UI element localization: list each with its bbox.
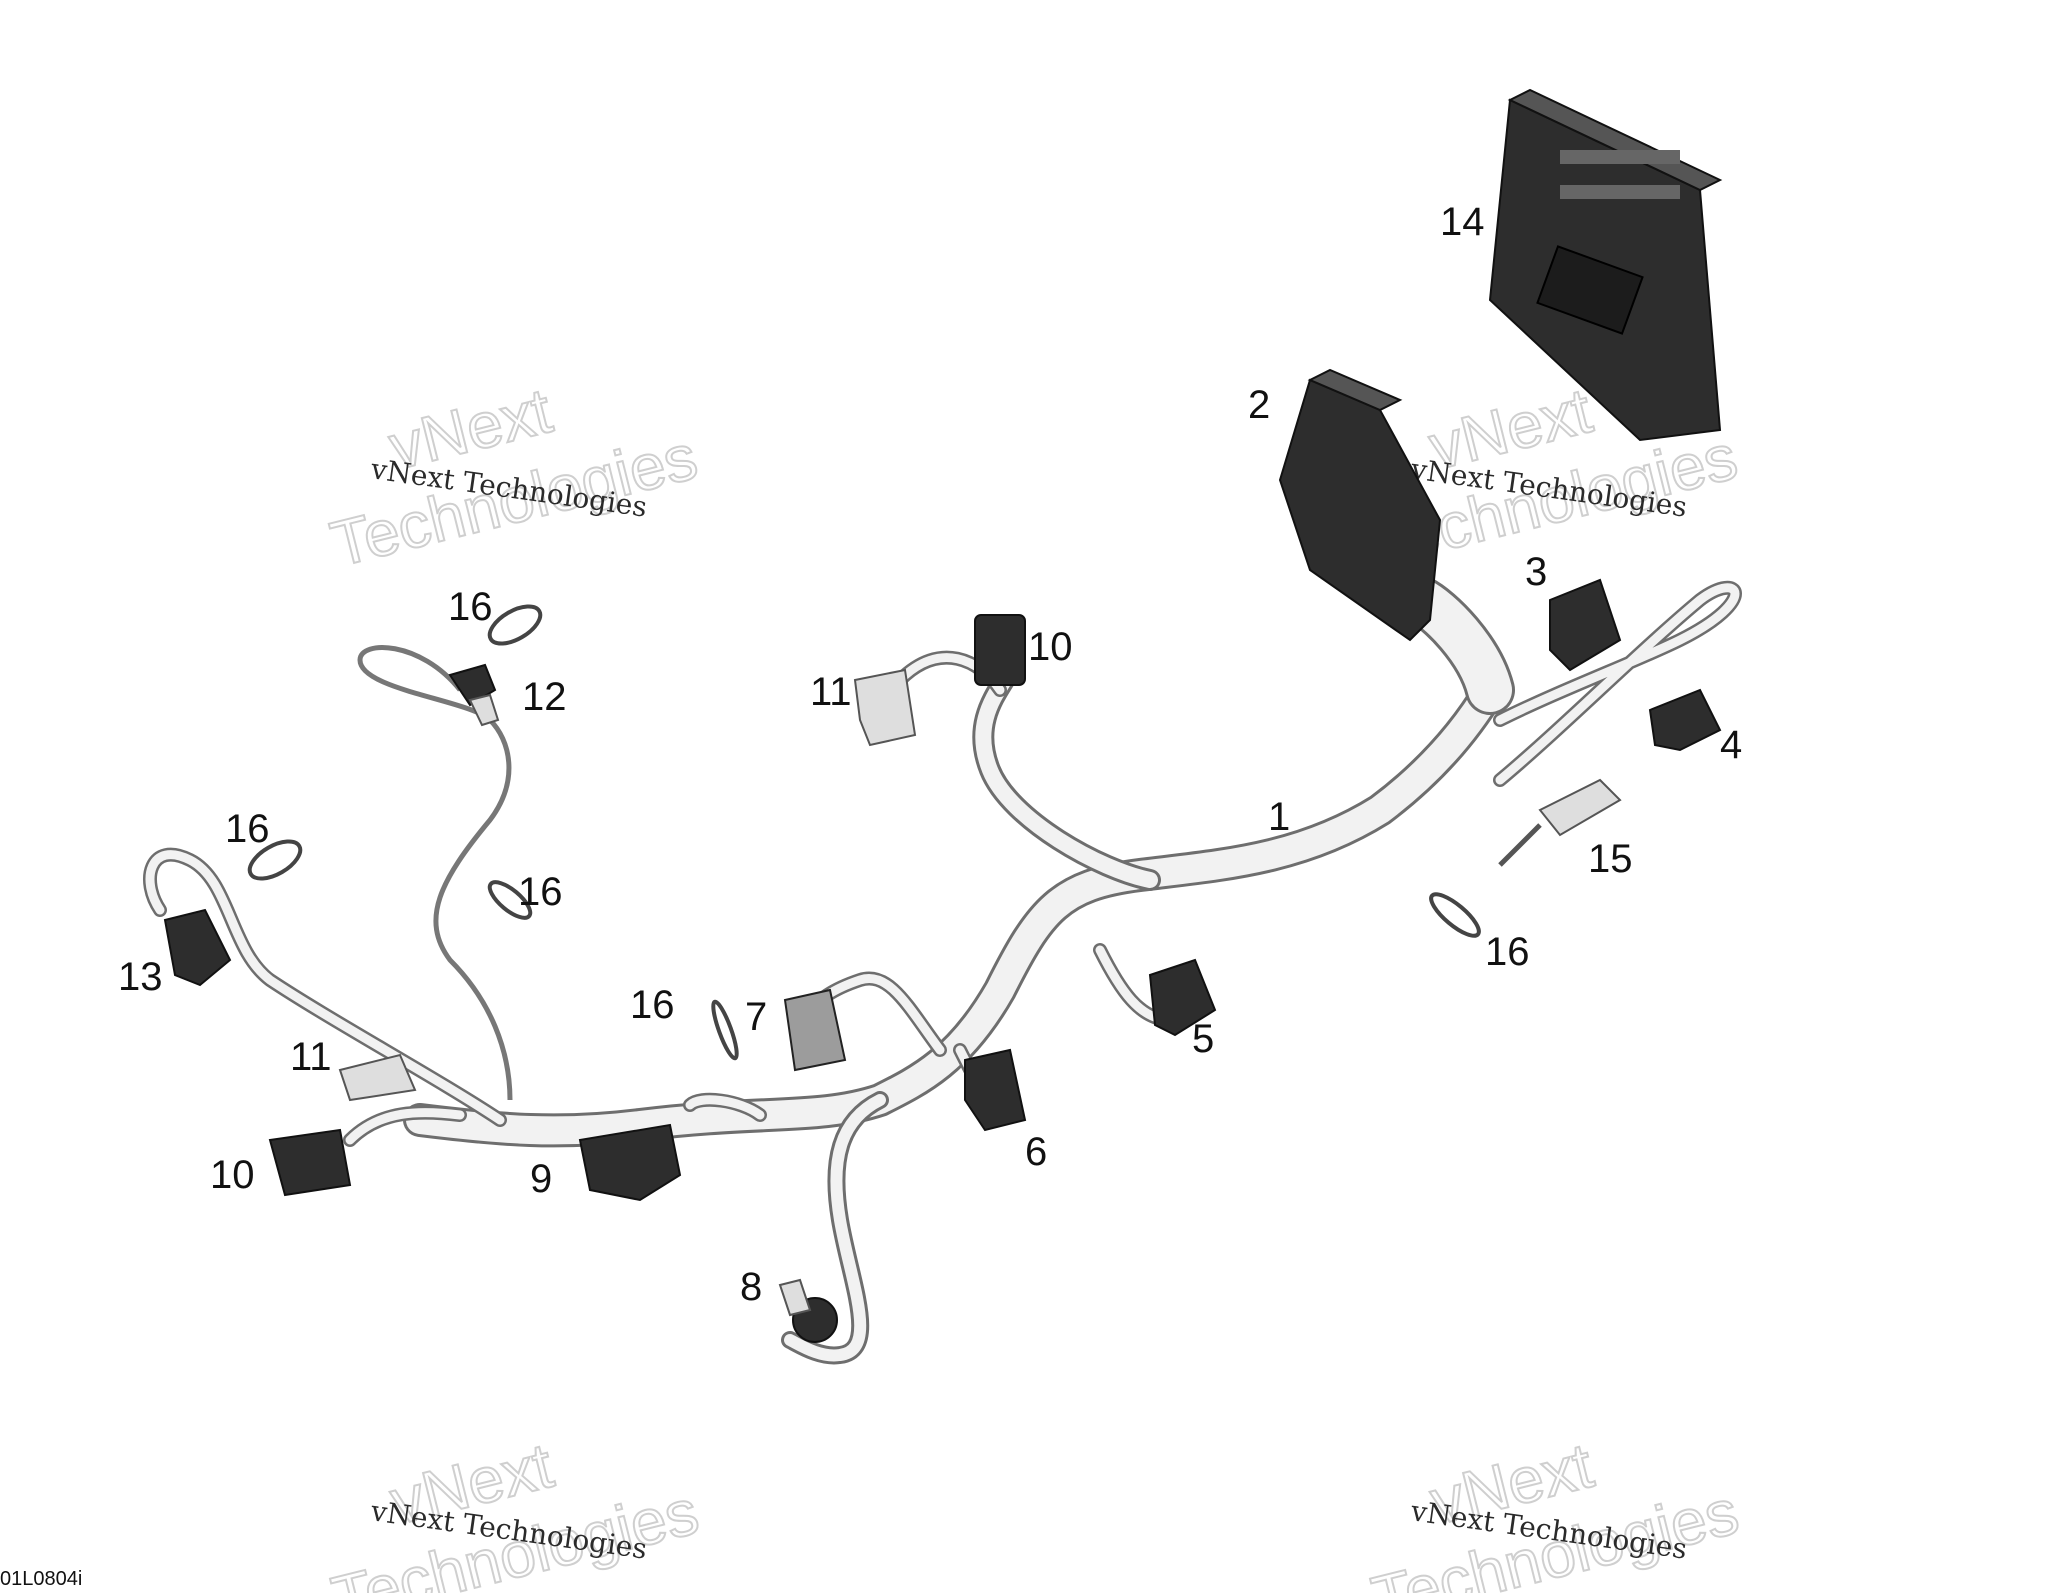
callout-16: 16	[1485, 930, 1530, 974]
sensor-7	[783, 988, 847, 1072]
callout-8: 8	[740, 1265, 762, 1309]
ecu-connector	[1278, 368, 1442, 642]
connector-5	[1148, 958, 1217, 1037]
callout-10: 10	[210, 1153, 255, 1197]
clamp-ring-16	[247, 604, 1481, 1061]
sensor-8	[778, 1278, 838, 1343]
callout-5: 5	[1192, 1017, 1214, 1061]
connector-6	[964, 1048, 1027, 1132]
callout-16: 16	[630, 983, 675, 1027]
callout-4: 4	[1720, 723, 1742, 767]
connector-11-top	[853, 668, 917, 747]
callout-2: 2	[1248, 383, 1270, 427]
callout-3: 3	[1525, 550, 1547, 594]
ecu-module	[1488, 88, 1723, 442]
diagram-code: 01L0804i	[0, 1568, 83, 1590]
callout-10: 10	[1028, 625, 1073, 669]
watermark-top-left: vNext Technologies	[323, 373, 705, 581]
callout-9: 9	[530, 1157, 552, 1201]
connector-4	[1648, 688, 1722, 752]
watermark-bottom-right: vNext Technologies	[1364, 1428, 1746, 1593]
callout-1: 1	[1268, 795, 1290, 839]
sensor-12	[448, 663, 500, 727]
callout-12: 12	[522, 675, 567, 719]
callout-16: 16	[448, 585, 493, 629]
callout-16: 16	[518, 870, 563, 914]
callout-7: 7	[745, 995, 767, 1039]
watermark-bottom-left: vNext Technologies	[324, 1428, 706, 1593]
connector-13	[163, 908, 232, 987]
callouts: 1 2 3 4 5 6 7 8 9 10 10 11 11 12 13 14 1…	[118, 200, 1742, 1309]
sensor-15	[1498, 778, 1622, 867]
callout-11: 11	[290, 1035, 332, 1079]
callout-11: 11	[810, 670, 852, 714]
connector-3	[1549, 578, 1622, 672]
connector-10-top	[974, 614, 1026, 686]
callout-14: 14	[1440, 200, 1485, 244]
callout-6: 6	[1025, 1130, 1047, 1174]
connector-11-left	[338, 1053, 417, 1102]
connector-10-left	[268, 1128, 352, 1197]
connector-9	[578, 1123, 682, 1202]
callout-16: 16	[225, 807, 270, 851]
callout-13: 13	[118, 955, 163, 999]
callout-15: 15	[1588, 837, 1633, 881]
